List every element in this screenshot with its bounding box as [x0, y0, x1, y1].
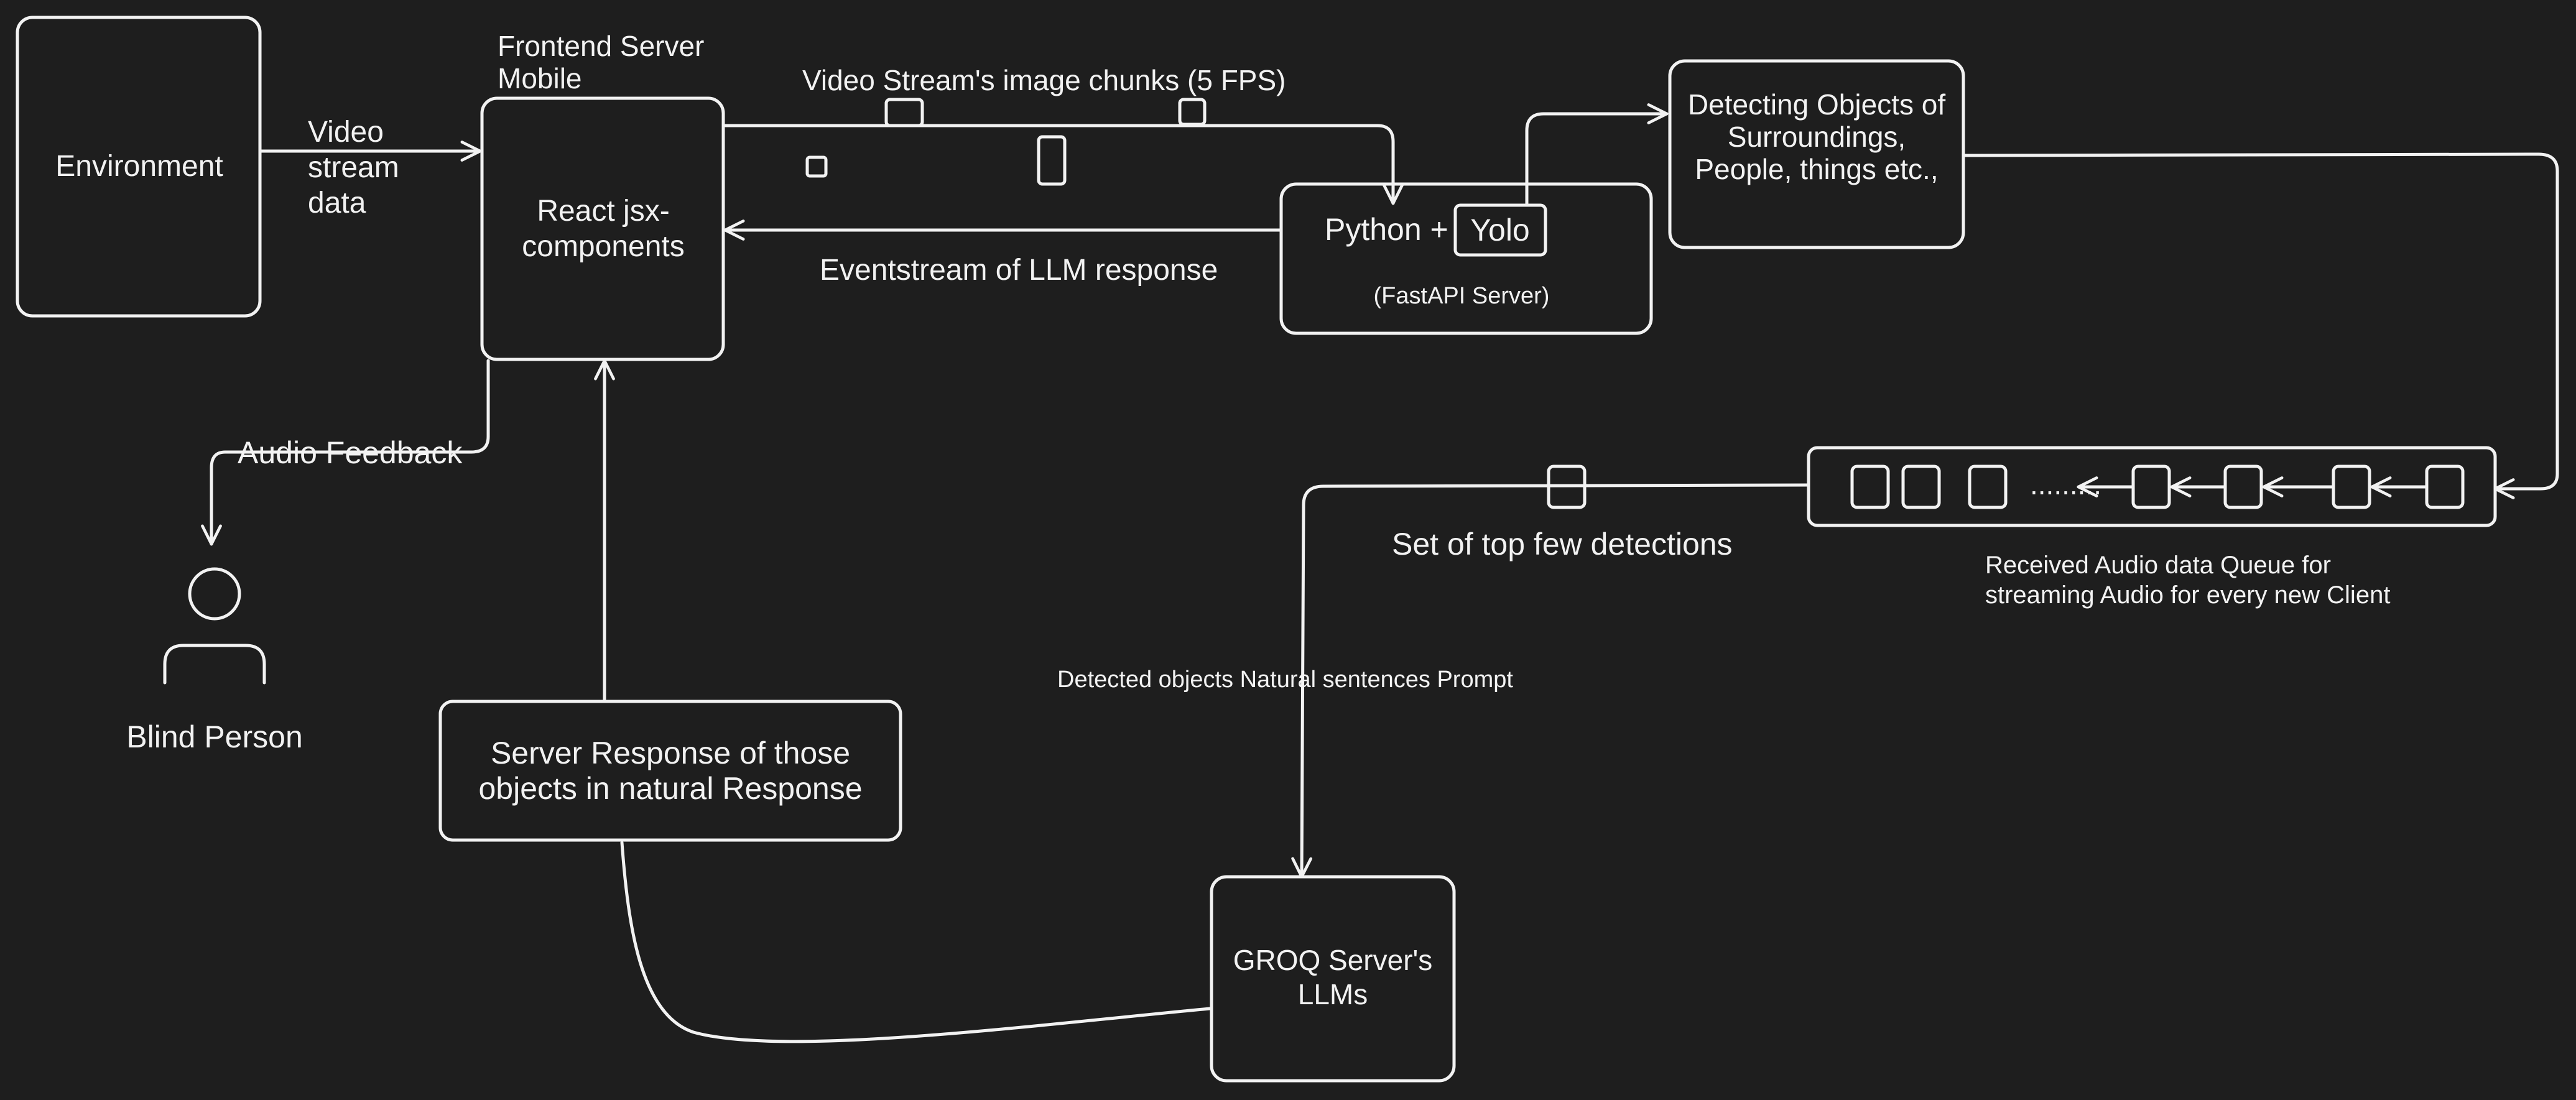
- environment-box: [16, 16, 262, 318]
- prompt-label: Detected objects Natural sentences Promp…: [1057, 667, 1513, 693]
- audio-queue-box: [1807, 446, 2497, 527]
- python-server-box: [1279, 182, 1653, 335]
- detection-packet: [1547, 464, 1587, 509]
- chunk-square: [884, 98, 924, 127]
- top-detections-label: Set of top few detections: [1392, 527, 1733, 562]
- server-response-box: [438, 700, 902, 842]
- queue-to-groq-arrow: [1291, 483, 1810, 879]
- react-label: components: [522, 230, 685, 263]
- queue-ellipsis: .........: [2030, 468, 2101, 501]
- react-label: React jsx-: [537, 195, 669, 228]
- environment-label: Environment: [55, 150, 223, 183]
- groq-label: GROQ Server's: [1233, 944, 1433, 976]
- groq-server-box: [1210, 875, 1456, 1083]
- queue-item: [1968, 464, 2008, 509]
- detecting-label: People, things etc.,: [1695, 153, 1938, 185]
- queue-item: [2131, 464, 2171, 509]
- audio-feedback-arrow: [201, 359, 490, 546]
- yolo-label: Yolo: [1470, 213, 1529, 247]
- server-response-label: Server Response of those: [491, 736, 850, 770]
- audio-feedback-label: Audio Feedback: [238, 435, 463, 470]
- eventstream-label: Eventstream of LLM response: [820, 254, 1218, 287]
- chunk-square: [1178, 98, 1207, 126]
- detecting-objects-box: [1668, 59, 1965, 249]
- queue-item: [1901, 464, 1941, 509]
- queue-item: [2425, 464, 2465, 509]
- person-icon-body: [163, 644, 266, 685]
- person-icon-head: [188, 567, 241, 621]
- yolo-box: [1453, 203, 1547, 257]
- frontend-box: [480, 96, 725, 361]
- groq-label: LLMs: [1298, 978, 1368, 1010]
- detecting-label: Detecting Objects of: [1688, 88, 1945, 121]
- video-chunks-label: Video Stream's image chunks (5 FPS): [802, 64, 1286, 96]
- fastapi-label: (FastAPI Server): [1374, 283, 1550, 309]
- groq-to-response-curve: [620, 841, 1212, 1043]
- video-stream-label: Video: [308, 116, 384, 149]
- queue-item: [2223, 464, 2263, 509]
- detecting-label: Surroundings,: [1728, 121, 1906, 153]
- chunk-square: [1037, 135, 1067, 186]
- yolo-to-detecting-arrow: [1525, 103, 1669, 207]
- chunk-square: [805, 155, 828, 178]
- blind-person-label: Blind Person: [126, 719, 303, 754]
- video-chunks-arrow: [723, 124, 1404, 205]
- queue-caption: streaming Audio for every new Client: [1985, 581, 2390, 609]
- queue-item: [2332, 464, 2371, 509]
- server-response-label: objects in natural Response: [478, 771, 862, 806]
- detecting-to-queue-arrow: [1963, 152, 2559, 499]
- queue-item: [1850, 464, 1890, 509]
- python-label: Python +: [1325, 212, 1448, 247]
- queue-caption: Received Audio data Queue for: [1985, 552, 2331, 579]
- video-stream-label: stream: [308, 151, 399, 184]
- frontend-caption: Frontend Server: [498, 30, 704, 62]
- frontend-caption: Mobile: [498, 62, 582, 95]
- video-stream-label: data: [308, 187, 366, 220]
